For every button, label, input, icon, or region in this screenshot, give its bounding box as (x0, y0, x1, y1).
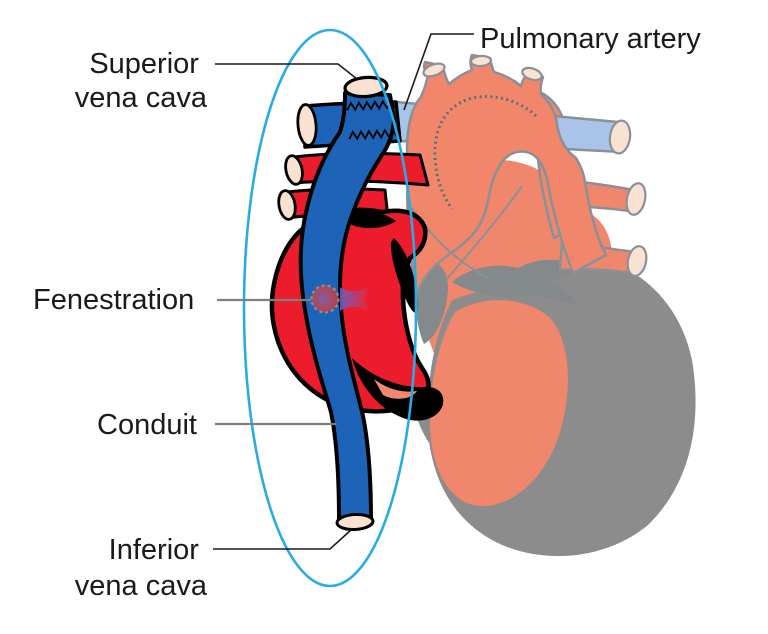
muted-heart-group (394, 53, 696, 557)
suture-zigzag-upper (346, 99, 396, 112)
label-superior-vena-cava: Superior vena cava (75, 48, 208, 114)
atrial-border-crease (390, 238, 418, 313)
fenestration-jet (340, 286, 370, 312)
atrioventricular-groove (352, 358, 444, 421)
leader-superior-vena-cava (215, 63, 358, 80)
aorta-branch-cap-2 (469, 54, 493, 68)
left-ventricle (429, 300, 568, 507)
aorta-branch-cap-1 (422, 62, 446, 78)
pulmonary-artery-cap (608, 119, 632, 155)
annotation-group: Superior vena cava Pulmonary artery Fene… (33, 23, 701, 602)
ivc-cap (335, 512, 375, 532)
leader-inferior-vena-cava (213, 529, 352, 550)
glenn-pa-cap (296, 103, 318, 147)
red-vessel-lower-cap (277, 189, 297, 221)
pulmonary-vein-upper-cap (625, 182, 647, 216)
fenestration-opening (310, 284, 340, 314)
aortic-suture-line (433, 95, 538, 210)
label-fenestration: Fenestration (33, 284, 194, 316)
vessel-crossing-line-2 (445, 185, 523, 281)
atrioventricular-groove-inner (374, 379, 417, 399)
label-inferior-vena-cava: Inferior vena cava (75, 534, 208, 602)
red-vessel-upper-cap (284, 154, 304, 186)
aorta-branch-cap-3 (521, 66, 543, 82)
svc-cap (343, 75, 389, 99)
suture-zigzag-lower (348, 128, 398, 141)
atrial-appendage-crease (345, 210, 396, 229)
vivid-pathway-group (269, 75, 444, 532)
gray-detail-wings (452, 259, 580, 307)
highlight-ellipse (242, 28, 418, 588)
label-conduit: Conduit (97, 409, 197, 441)
aorta (405, 53, 608, 298)
leader-pulmonary-artery (403, 33, 474, 111)
pulmonary-vein-lower-cap (626, 245, 648, 277)
label-pulmonary-artery: Pulmonary artery (480, 23, 701, 55)
